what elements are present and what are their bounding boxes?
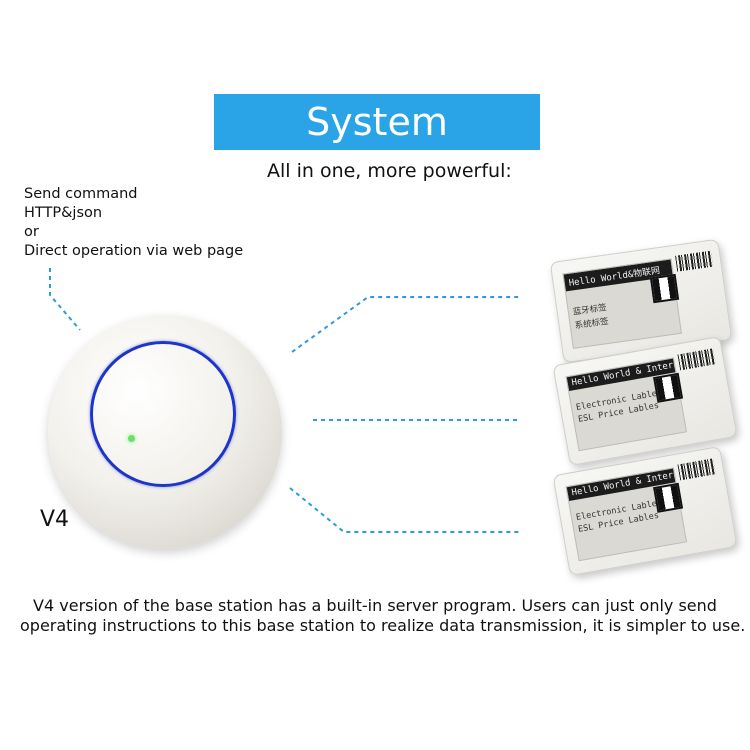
link-line-tag-3 xyxy=(289,487,520,533)
qr-code-icon xyxy=(652,482,684,513)
command-text: Send command HTTP&json or Direct operati… xyxy=(24,185,243,261)
base-station-device xyxy=(48,315,282,549)
command-line: or xyxy=(24,224,39,240)
description: V4 version of the base station has a bui… xyxy=(20,596,746,636)
esl-screen: Hello World&物联网 蓝牙标签 系统标签 xyxy=(562,258,682,349)
command-line: Direct operation via web page xyxy=(24,243,244,259)
command-line: Send command xyxy=(24,186,138,202)
description-line: operating instructions to this base stat… xyxy=(20,616,746,635)
title-banner: System Structure xyxy=(214,94,540,200)
barcode-icon xyxy=(677,348,716,371)
command-line: HTTP&json xyxy=(24,205,103,221)
command-link-line xyxy=(49,268,81,331)
subtitle: All in one, more powerful: xyxy=(267,160,512,182)
esl-screen: Hello World & Internet Electronic Lables… xyxy=(565,357,688,452)
led-indicator xyxy=(128,435,135,442)
description-line: V4 version of the base station has a bui… xyxy=(33,596,717,615)
title-text: System Structure xyxy=(288,100,466,200)
device-label: V4 xyxy=(40,507,70,532)
barcode-icon xyxy=(677,458,716,481)
status-ring xyxy=(90,341,236,487)
link-line-tag-1 xyxy=(291,296,520,353)
qr-code-icon xyxy=(649,273,680,304)
esl-screen: Hello World & Internet Electronic Lables… xyxy=(565,467,688,562)
barcode-icon xyxy=(675,250,713,272)
qr-code-icon xyxy=(652,372,684,403)
